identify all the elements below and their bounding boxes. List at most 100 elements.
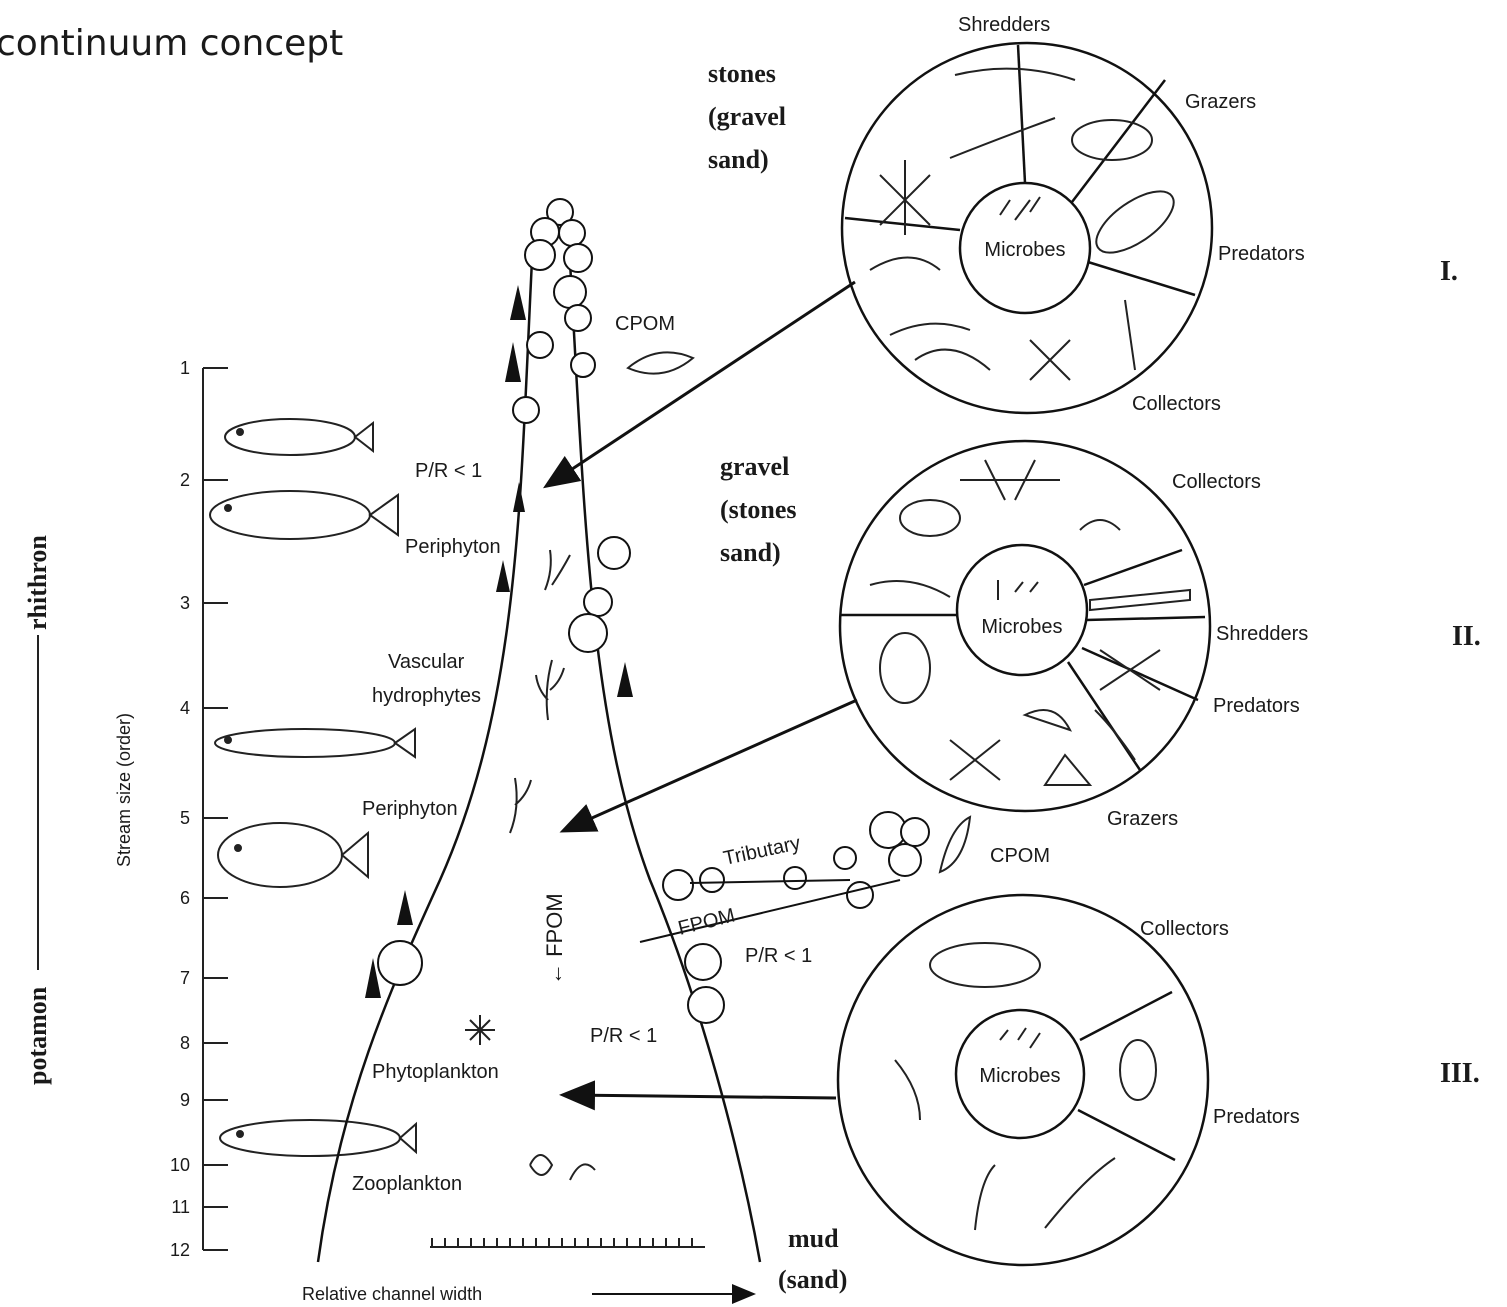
roman-numeral-III: III. [1440, 1058, 1480, 1089]
axis-tick-label: 2 [180, 470, 190, 490]
axis-tick-label: 9 [180, 1090, 190, 1110]
substrate-label: (sand) [778, 1265, 847, 1294]
hydrophyte-icon [536, 660, 564, 720]
collector-icon [900, 500, 960, 536]
larva-icon [895, 1060, 920, 1120]
axis-tick-label: 1 [180, 358, 190, 378]
cpom-leaf-icon [940, 817, 970, 872]
substrate-label: (stones [720, 495, 797, 524]
predator-icon [1120, 1040, 1156, 1100]
fpom-vertical-label: ← FPOM [542, 893, 567, 985]
hydrophytes-label: hydrophytes [372, 685, 481, 707]
predator-icon [1095, 710, 1135, 760]
grazer-icon [950, 740, 1000, 780]
worm-icon [1080, 520, 1120, 530]
beetle-icon [880, 633, 930, 703]
group-label: Predators [1213, 695, 1300, 717]
limpet-icon [1045, 755, 1090, 785]
group-label: Predators [1213, 1106, 1300, 1128]
substrate-label: gravel [720, 452, 789, 481]
pr-ratio-label: P/R < 1 [745, 945, 812, 967]
axis-tick-label: 11 [171, 1197, 190, 1217]
phytoplankton-icon [465, 1015, 495, 1045]
group-label: Collectors [1140, 918, 1229, 940]
cpom-label: CPOM [615, 313, 675, 335]
cpom-leaf-icon [628, 352, 693, 373]
microbes-label: Microbes [984, 239, 1065, 261]
worm-icon [890, 324, 970, 335]
fish-icon [218, 823, 368, 887]
tree-icon [496, 560, 510, 592]
group-label: Grazers [1107, 808, 1178, 830]
axis-tick-label: 12 [170, 1240, 190, 1260]
phytoplankton-label: Phytoplankton [372, 1061, 499, 1083]
fish-icon [220, 1120, 416, 1156]
group-label: Predators [1218, 243, 1305, 265]
axis-tick-label: 3 [180, 593, 190, 613]
tree-icon [505, 342, 521, 382]
roman-numerals: I. II. III. [1440, 256, 1481, 1089]
group-label: Collectors [1172, 471, 1261, 493]
larva-icon [950, 118, 1055, 158]
community-circle-I [842, 43, 1212, 413]
plant-sketches [465, 352, 970, 1180]
zone-rhithron-label: rhithron [23, 535, 52, 630]
periphyton-label: Periphyton [362, 798, 458, 820]
slide-title: continuum concept [0, 23, 343, 64]
zone-label: potamon rhithron [23, 535, 52, 1085]
axis-tick-label: 8 [180, 1033, 190, 1053]
tree-icon [397, 890, 413, 925]
cpom-tributary-label: CPOM [990, 845, 1050, 867]
worm-icon [870, 258, 940, 271]
shredder-case-icon [1090, 590, 1190, 610]
circle-labels: Microbes Shredders Grazers Predators Col… [958, 14, 1308, 1128]
tributary-label: Tributary [721, 832, 802, 870]
worm-icon [1045, 1158, 1115, 1228]
grazer-icon [1072, 120, 1152, 160]
substrate-labels: stones (gravel sand) gravel (stones sand… [708, 59, 847, 1294]
arrow-circle-III [565, 1095, 836, 1098]
microbe-icon [998, 580, 1038, 600]
axis-tick-label: 5 [180, 808, 190, 828]
roman-numeral-II: II. [1452, 621, 1481, 652]
collector-icon [960, 460, 1060, 500]
substrate-label: sand) [708, 145, 769, 174]
tree-icon [617, 662, 633, 697]
diagram-labels: CPOM P/R < 1 Periphyton Vascular hydroph… [352, 313, 1050, 1195]
axis-title: Stream size (order) [114, 713, 134, 867]
fish-icon [210, 491, 398, 539]
tree-icon [510, 285, 526, 320]
group-label: Shredders [958, 14, 1050, 36]
stonefly-icon [880, 160, 930, 235]
zooplankton-label: Zooplankton [352, 1173, 462, 1195]
substrate-label: stones [708, 59, 776, 88]
fish-icon [225, 419, 373, 455]
snail-icon [1025, 710, 1070, 730]
periphyton-label: Periphyton [405, 536, 501, 558]
axis-tick-label: 6 [180, 888, 190, 908]
predator-icon [1087, 180, 1184, 264]
group-label: Grazers [1185, 91, 1256, 113]
worm-icon [975, 1165, 995, 1230]
collector-icon [1125, 300, 1135, 370]
zooplankton-icon [530, 1155, 595, 1180]
substrate-label: mud [788, 1224, 839, 1253]
axis-tick-label: 10 [170, 1155, 190, 1175]
fish-icon [215, 729, 415, 757]
collector-icon [915, 350, 990, 370]
fpom-tributary-label: FPOM [676, 905, 737, 940]
axis-tick-label: 4 [180, 698, 190, 718]
channel-width-label: Relative channel width [302, 1284, 482, 1304]
fish-icons [210, 419, 416, 1156]
microbes-label: Microbes [981, 616, 1062, 638]
roman-numeral-I: I. [1440, 256, 1458, 287]
collector-icon [1030, 340, 1070, 380]
predator-icon [1100, 650, 1160, 690]
vascular-label: Vascular [388, 651, 465, 673]
mussel-icon [930, 943, 1040, 987]
group-label: Collectors [1132, 393, 1221, 415]
group-label: Shredders [1216, 623, 1308, 645]
periphyton-icon [510, 778, 531, 833]
worm-icon [870, 581, 950, 597]
